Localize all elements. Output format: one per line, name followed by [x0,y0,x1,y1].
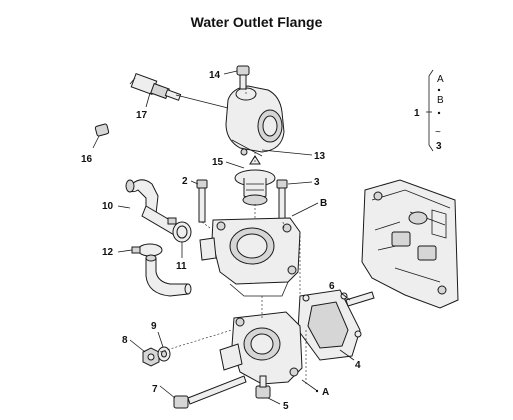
callout-5: 5 [283,401,289,412]
bolt-3 [276,179,288,223]
plug-16 [94,123,110,137]
hose-clamp-11 [167,217,192,243]
callout-11: 11 [176,261,187,272]
callout-ref-B: B [320,198,327,209]
range-legend: A B ~ 3 1 [414,69,444,152]
bolt-5 [255,375,271,399]
thermostat-housing-B [199,217,301,297]
hose-clamp-12 [131,243,192,297]
callout-ref-A: A [322,387,329,398]
callout-17: 17 [136,110,148,121]
callout-9: 9 [151,321,157,332]
washer-9 [157,346,171,362]
leader-lines [92,70,432,405]
callout-14: 14 [209,70,221,81]
thermostat-15 [234,155,276,206]
bolt-7 [173,375,247,409]
stud-6 [345,291,375,307]
callout-2: 2 [182,176,188,187]
bolt-2 [196,179,208,223]
diagram-title: Water Outlet Flange [190,14,323,30]
bolt-14 [236,65,250,90]
gasket-4 [297,289,362,361]
callout-7: 7 [152,384,158,395]
callout-15: 15 [212,157,224,168]
temperature-sensor-17 [129,73,182,101]
callout-labels: 14 17 16 13 15 2 3 B 10 12 11 6 4 9 8 7 … [81,70,361,412]
callout-8: 8 [122,335,128,346]
legend-range-start: 1 [414,108,420,119]
legend-range-end: 3 [436,141,442,152]
callout-12: 12 [102,247,114,258]
legend-item-B: B [437,95,444,106]
engine-block [361,179,459,309]
callout-10: 10 [102,201,114,212]
legend-item-A: A [437,74,444,85]
legend-tilde: ~ [435,127,441,138]
callout-16: 16 [81,154,93,165]
hose-10 [125,179,181,237]
water-outlet-housing-13 [225,85,285,157]
callout-3: 3 [314,177,320,188]
callout-4: 4 [355,360,361,371]
nut-8 [142,347,160,367]
callout-6: 6 [329,281,335,292]
water-outlet-flange-A [219,311,303,385]
callout-13: 13 [314,151,326,162]
